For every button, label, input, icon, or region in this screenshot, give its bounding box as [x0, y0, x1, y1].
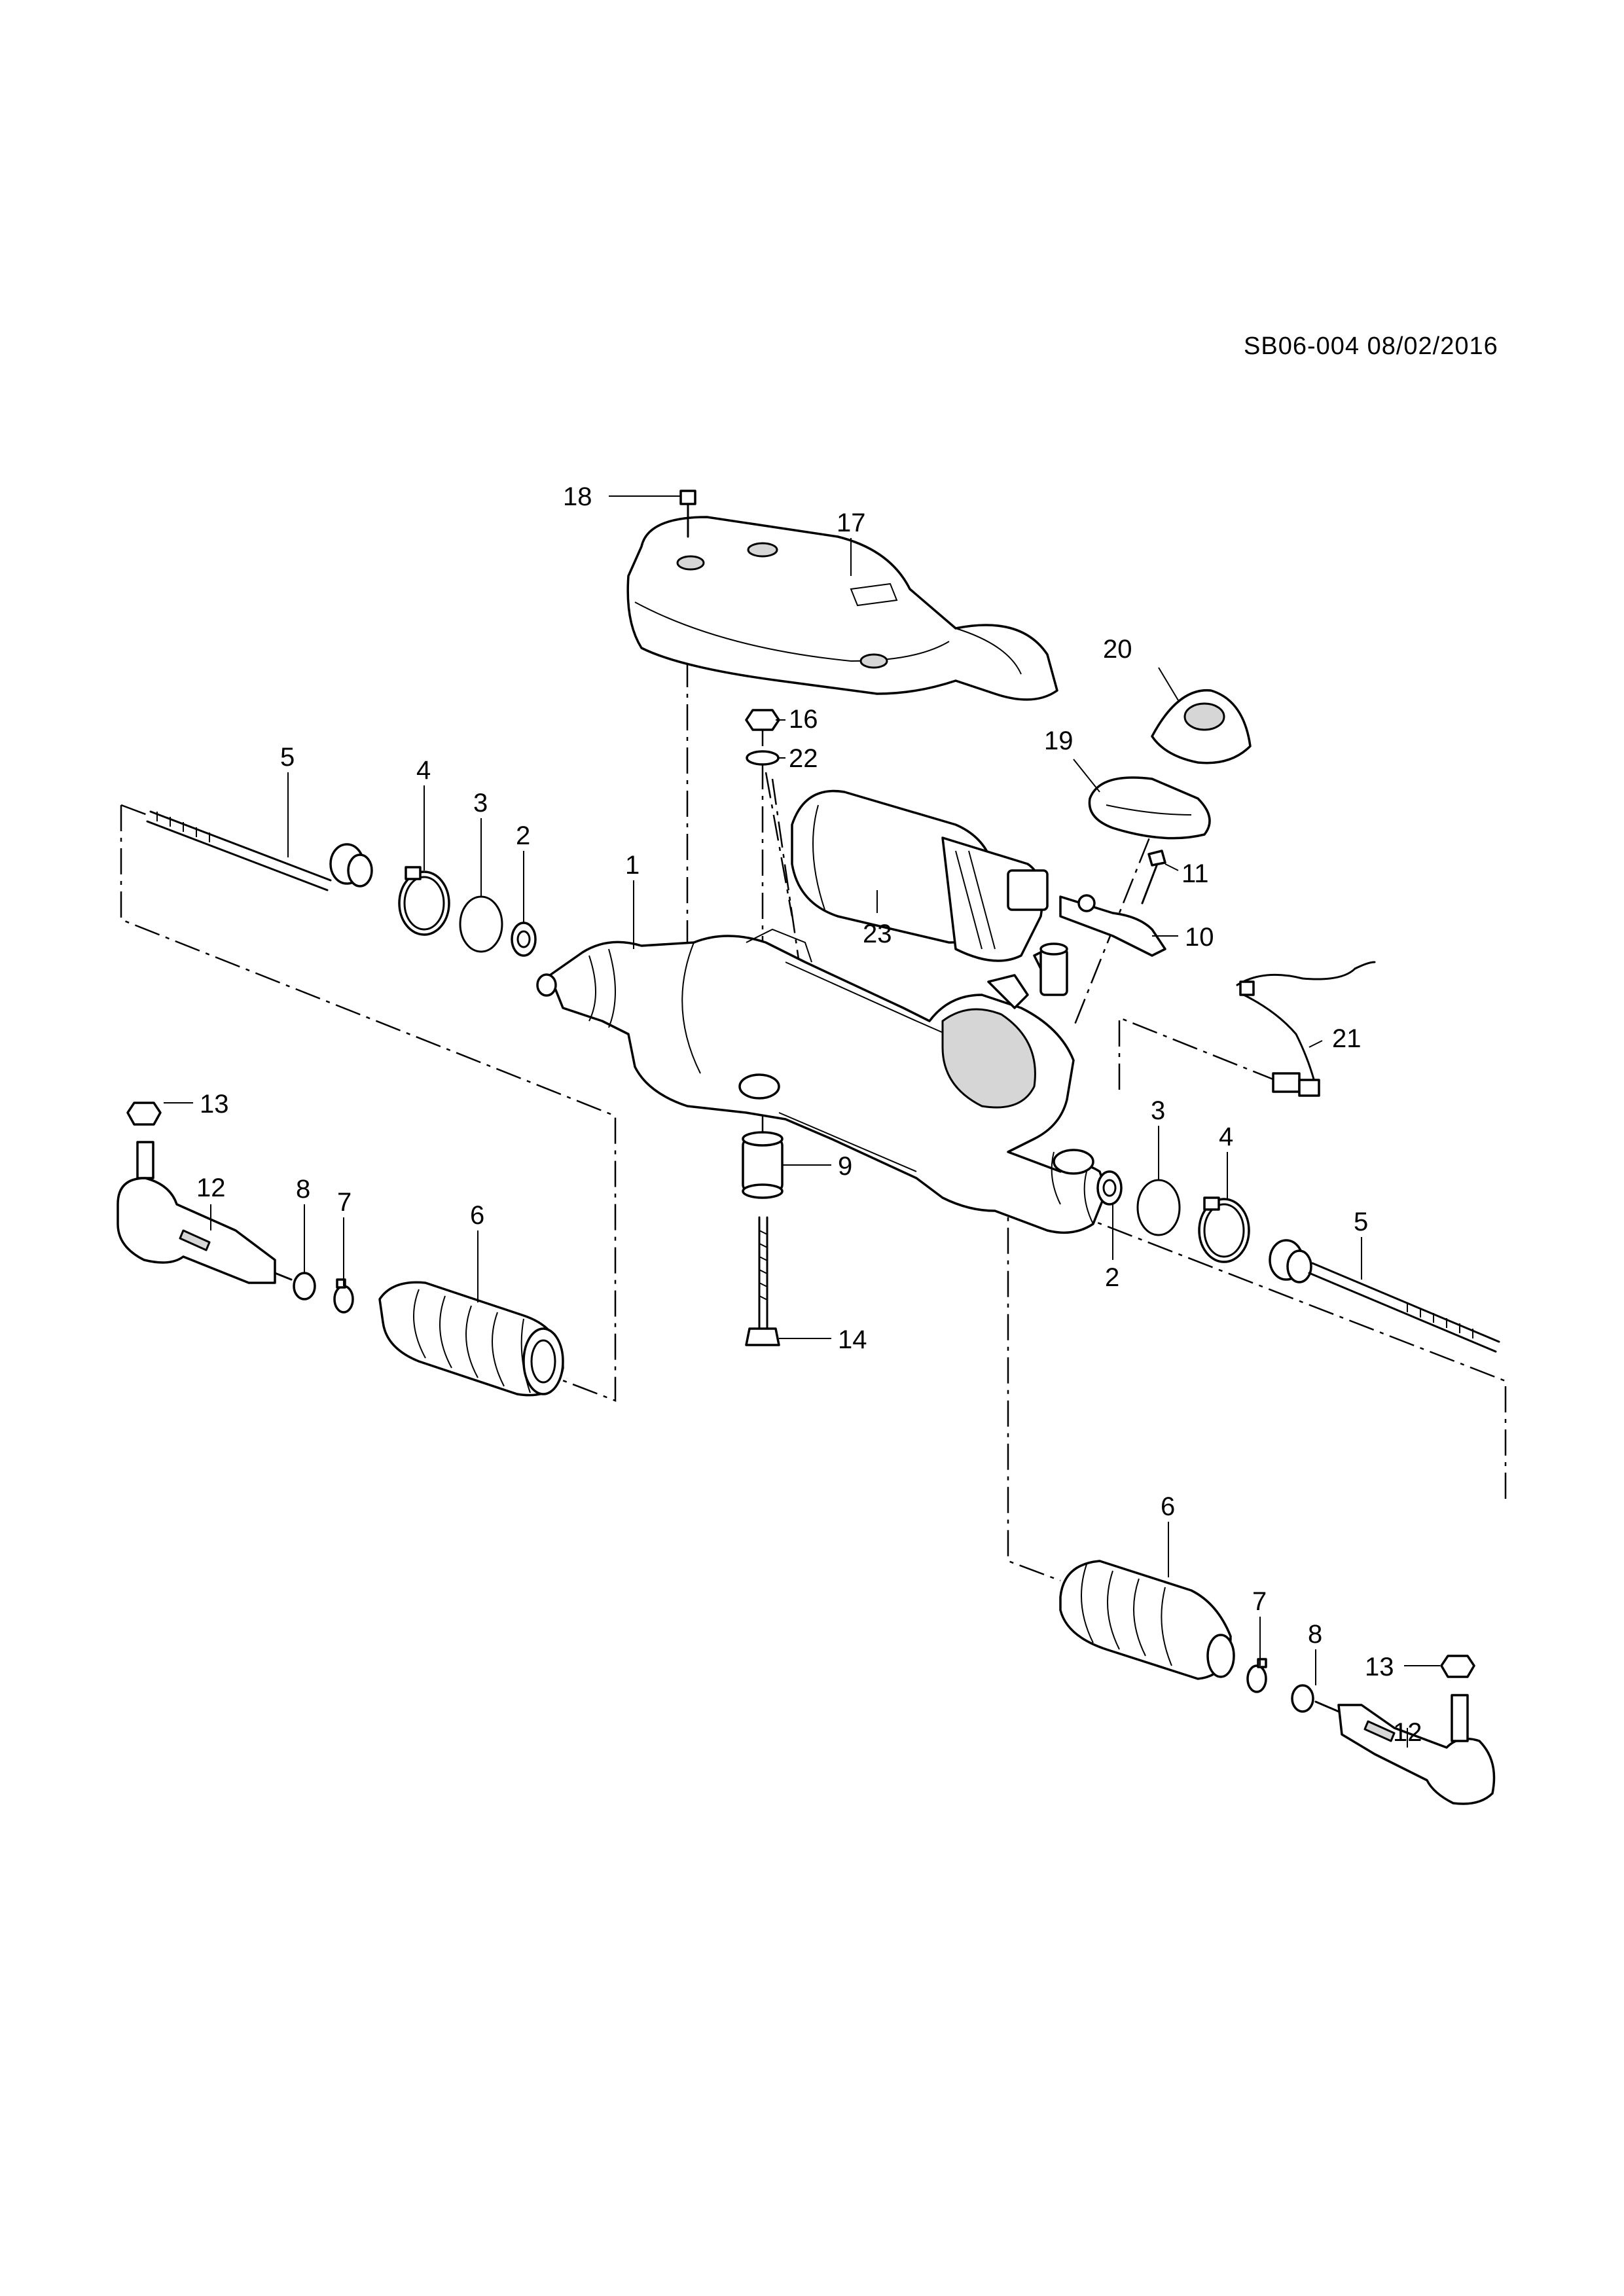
- electric-motor-23: [791, 789, 1049, 962]
- document-code-date: SB06-004 08/02/2016: [1244, 332, 1498, 360]
- nut-13-left: [126, 1102, 162, 1126]
- bolt-14: [745, 1216, 780, 1346]
- sensor-align-line: [1072, 798, 1166, 1028]
- tie-rod-end-12-left: [117, 1141, 293, 1284]
- heat-shield: [626, 516, 1058, 701]
- bolt-18: [679, 490, 696, 538]
- callout-10: 10: [1185, 923, 1214, 952]
- callout-23: 23: [863, 920, 892, 948]
- callout-19: 19: [1044, 726, 1074, 755]
- callout-11: 11: [1182, 859, 1209, 888]
- clip-7-right: [1246, 1658, 1267, 1693]
- callout-8-right: 8: [1308, 1620, 1322, 1649]
- callout-6-left: 6: [470, 1201, 484, 1230]
- left-assembly-dash-box: [120, 805, 617, 1402]
- pinion-shaft: [1039, 942, 1068, 996]
- leader-lines: [164, 495, 1440, 1748]
- callout-22: 22: [789, 744, 818, 773]
- inner-tie-rod-5-left: [146, 810, 373, 891]
- callout-3-right: 3: [1151, 1096, 1165, 1125]
- callout-4-right: 4: [1219, 1122, 1233, 1151]
- callout-7-right: 7: [1252, 1587, 1267, 1616]
- boot-6-right: [1059, 1560, 1235, 1680]
- inner-tie-rod-5-right: [1269, 1239, 1500, 1353]
- clamp-4-left: [398, 866, 450, 936]
- seal-19: [1088, 776, 1211, 840]
- washer-2-left: [511, 922, 537, 957]
- o-ring-3-right: [1136, 1179, 1181, 1236]
- right-assembly-dash-box: [1007, 1187, 1507, 1582]
- bushing-9: [742, 1131, 784, 1199]
- boot-cap-20: [1151, 689, 1252, 764]
- callout-6-right: 6: [1161, 1492, 1175, 1521]
- washer-2-right: [1096, 1170, 1123, 1206]
- callout-16: 16: [789, 705, 818, 734]
- callout-9: 9: [838, 1152, 852, 1181]
- callout-17: 17: [837, 509, 866, 537]
- left-dash-top: [120, 804, 148, 816]
- callout-18: 18: [563, 482, 592, 511]
- callout-8-left: 8: [296, 1175, 310, 1204]
- callout-2-right: 2: [1105, 1263, 1119, 1292]
- callout-5-right: 5: [1354, 1208, 1368, 1236]
- tie-rod-end-12-right: [1314, 1694, 1496, 1805]
- screw-11: [1141, 850, 1166, 905]
- callout-3-left: 3: [473, 789, 488, 817]
- clamp-4-right: [1198, 1196, 1250, 1263]
- callout-13-left: 13: [200, 1090, 229, 1119]
- callout-labels: 18 17 16 22 20 19 11 10 23 21 1 5 4 3 2 …: [196, 482, 1422, 1747]
- washer-22: [746, 750, 780, 766]
- callout-12-right: 12: [1393, 1718, 1422, 1747]
- motor-align-line-b: [771, 778, 803, 982]
- callout-5-left: 5: [280, 743, 295, 772]
- nut-16: [745, 709, 780, 731]
- callout-14: 14: [838, 1325, 867, 1354]
- callout-1: 1: [625, 851, 640, 880]
- callout-12-left: 12: [196, 1174, 226, 1202]
- callout-7-left: 7: [337, 1188, 352, 1217]
- wiring-harness-21: [1236, 961, 1376, 1097]
- callout-21: 21: [1332, 1024, 1362, 1053]
- motor-align-line: [765, 772, 793, 917]
- nut-13-right: [1440, 1655, 1475, 1678]
- boot-6-left: [378, 1281, 564, 1397]
- callout-2-left: 2: [516, 821, 530, 850]
- bracket-10: [1059, 894, 1166, 957]
- center-dash-bracket: [1118, 1016, 1284, 1090]
- callout-13-right: 13: [1365, 1653, 1394, 1681]
- callout-4-left: 4: [416, 756, 431, 785]
- nut-8-left: [293, 1272, 316, 1300]
- o-ring-3-left: [459, 895, 503, 953]
- steering-rack-housing-1: [536, 928, 1108, 1234]
- callout-20: 20: [1103, 635, 1132, 664]
- nut-8-right: [1291, 1684, 1314, 1713]
